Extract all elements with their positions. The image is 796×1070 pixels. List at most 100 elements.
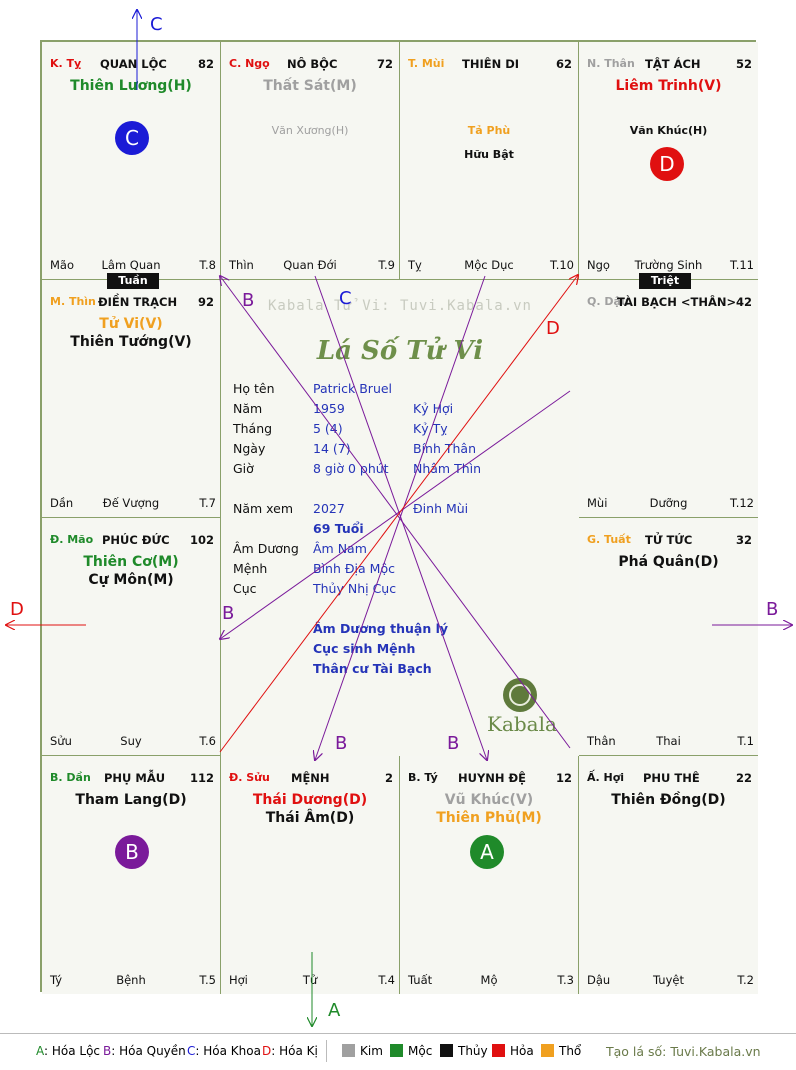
legend-bar: A: Hóa Lộc B: Hóa Quyền C: Hóa Khoa D: H… [0,1033,796,1070]
hoa-ki-badge: D [650,147,684,181]
palace-cell-menh[interactable]: Đ. Sửu MỆNH 2 Thái Dương(D) Thái Âm(D) H… [221,756,400,994]
legend-hoa: Hỏa [492,1044,534,1058]
cell-branch: B. Tý [408,771,438,784]
palace-cell-tat-ach[interactable]: N. Thân TẬT ÁCH 52 Liêm Trinh(V) Văn Khú… [579,42,758,280]
cell-number: 92 [197,295,214,309]
cell-branch: Đ. Mão [50,533,94,546]
cell-bottom-center: Thai [656,734,681,748]
label-b-right: B [766,599,778,620]
legend-kim: Kim [342,1044,383,1058]
label-b-1: B [242,290,254,311]
main-star: Thái Dương(D) [252,792,368,808]
hoa-quyen-badge: B [115,835,149,869]
tho-swatch-icon [541,1044,554,1057]
triet-tag: Triệt [639,273,691,289]
value-nam-xem-can-chi: Đinh Mùi [413,501,469,516]
label-b-4: B [447,733,459,754]
cell-bottom-right: T.6 [199,734,216,748]
value-gio: 8 giờ 0 phút [313,461,389,476]
cell-bottom-center: Suy [120,734,142,748]
cell-branch: G. Tuất [587,533,631,546]
legend-hoa-loc: A: Hóa Lộc [36,1044,101,1058]
palace-cell-tai-bach[interactable]: Q. Dậu TÀI BẠCH <THÂN> 42 Mùi Dưỡng T.12 [579,280,758,518]
value-ngay: 14 (7) [313,441,351,456]
cell-bottom-center: Bệnh [116,973,146,987]
label-am-duong: Âm Dương [233,541,299,556]
note-am-duong: Âm Dương thuận lý [313,621,449,636]
legend-hoa-quyen: B: Hóa Quyền [103,1044,186,1058]
palace-cell-tu-tuc[interactable]: G. Tuất TỬ TỨC 32 Phá Quân(D) Thân Thai … [579,518,758,756]
cell-bottom-left: Sửu [50,734,72,748]
palace-cell-dien-trach[interactable]: M. Thìn ĐIỀN TRẠCH 92 Tử Vi(V) Thiên Tướ… [42,280,221,518]
cell-bottom-right: T.4 [378,973,395,987]
cell-branch: T. Mùi [408,57,445,70]
palace-cell-quan-loc[interactable]: K. Tỵ QUAN LỘC 82 Thiên Lương(H) C Mão L… [42,42,221,280]
cell-palace: MỆNH [291,771,330,785]
cell-bottom-center: Mộc Dục [464,258,514,272]
chart-board: K. Tỵ QUAN LỘC 82 Thiên Lương(H) C Mão L… [40,40,758,994]
tuan-tag: Tuần [107,273,159,289]
cell-branch: Ấ. Hợi [587,771,625,784]
quyen-line-4 [314,275,487,760]
palace-cell-phuc-duc[interactable]: Đ. Mão PHÚC ĐỨC 102 Thiên Cơ(M) Cự Môn(M… [42,518,221,756]
main-star: Thất Sát(M) [263,78,357,94]
cell-bottom-center: Tuyệt [653,973,684,987]
hoa-swatch-icon [492,1044,505,1057]
hoa-loc-badge: A [470,835,504,869]
cell-bottom-left: Tỵ [408,258,422,272]
cell-palace: PHỤ MẪU [104,771,166,785]
palace-cell-huynh-de[interactable]: B. Tý HUYNH ĐỆ 12 Vũ Khúc(V) Thiên Phủ(M… [400,756,579,994]
value-tuoi: 69 Tuổi [313,521,364,536]
cell-number: 72 [376,57,393,71]
label-ngay: Ngày [233,441,266,456]
palace-cell-thien-di[interactable]: T. Mùi THIÊN DI 62 Tả Phù Hữu Bật Tỵ Mộc… [400,42,579,280]
kabala-tree-icon [503,678,537,712]
thuy-swatch-icon [440,1044,453,1057]
legend-moc: Mộc [390,1044,432,1058]
legend-thuy: Thủy [440,1044,488,1058]
label-b-2: B [222,603,234,624]
cell-number: 42 [735,295,752,309]
label-cuc: Cục [233,581,257,596]
value-menh: Bình Địa Mộc [313,561,395,576]
cell-branch: B. Dần [50,771,91,784]
cell-number: 52 [735,57,752,71]
main-star: Vũ Khúc(V) [444,792,534,808]
cell-bottom-center: Quan Đới [283,258,337,272]
cell-bottom-right: T.2 [737,973,754,987]
cell-branch: Q. Dậu [587,295,629,308]
palace-cell-phu-mau[interactable]: B. Dần PHỤ MẪU 112 Tham Lang(D) B Tý Bện… [42,756,221,994]
label-b-3: B [335,733,347,754]
cell-bottom-right: T.10 [550,258,574,272]
label-d-left: D [10,599,24,620]
kabala-logo-text: Kabala [487,712,557,736]
palace-cell-no-boc[interactable]: C. Ngọ NÔ BỘC 72 Thất Sát(M) Văn Xương(H… [221,42,400,280]
main-star: Cự Môn(M) [88,572,174,588]
main-star: Liêm Trinh(V) [615,78,722,94]
label-nam: Năm [233,401,263,416]
legend-tho: Thổ [541,1044,581,1058]
cell-number: 22 [735,771,752,785]
cell-palace: QUAN LỘC [100,57,167,71]
main-star: Phá Quân(D) [618,554,719,570]
legend-divider [326,1040,327,1062]
value-thang: 5 (4) [313,421,343,436]
label-a-bottom: A [328,1000,341,1021]
legend-site-link[interactable]: Tạo lá số: Tuvi.Kabala.vn [606,1044,761,1059]
cell-branch: M. Thìn [50,295,96,308]
main-star: Thiên Tướng(V) [70,334,192,350]
value-ngay-can-chi: Bính Thân [413,441,477,456]
cell-bottom-left: Mão [50,258,75,272]
palace-cell-phu-the[interactable]: Ấ. Hợi PHU THÊ 22 Thiên Đồng(D) Dậu Tuyệ… [579,756,758,994]
main-star: Thiên Phủ(M) [436,810,542,826]
cell-bottom-right: T.9 [378,258,395,272]
value-nam-can-chi: Kỷ Hợi [413,401,454,416]
cell-palace: TỬ TỨC [645,533,693,547]
cell-bottom-left: Thân [587,734,616,748]
cell-bottom-center: Tử [302,973,318,987]
main-star: Tử Vi(V) [99,316,163,332]
value-cuc: Thủy Nhị Cục [313,581,397,596]
legend-hoa-ki: D: Hóa Kị [262,1044,318,1058]
cell-bottom-left: Tý [50,973,63,987]
cell-bottom-right: T.7 [199,496,216,510]
